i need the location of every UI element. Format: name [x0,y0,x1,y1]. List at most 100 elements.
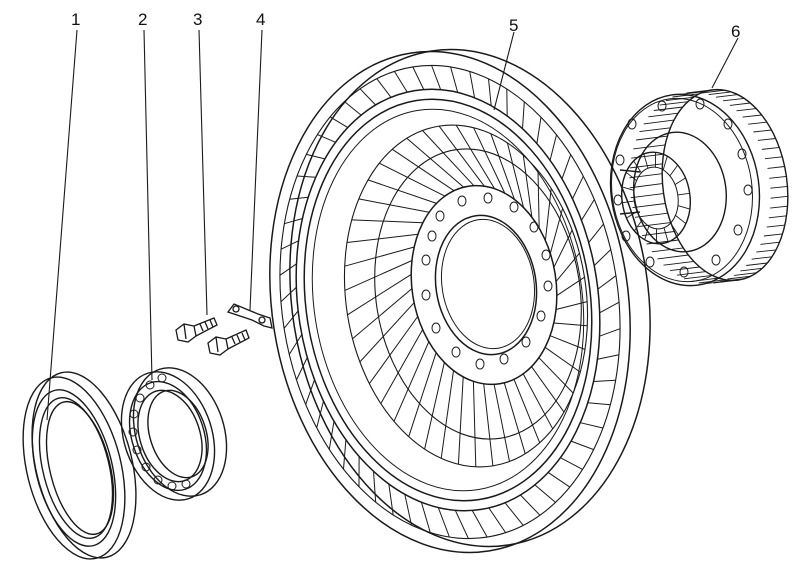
bolt-lower [207,329,250,356]
inner-vane [549,208,564,254]
bearing-balls [128,373,191,491]
gear-tooth [742,114,762,118]
inner-vane [490,133,515,200]
gear-tooth [651,247,684,253]
leader-line-5 [493,31,515,111]
spline-tooth [633,219,643,232]
lock-plate [226,303,273,329]
inner-vane [346,233,418,243]
inner-vane [538,357,574,394]
outer-blade [593,379,616,382]
outer-blade [305,379,315,405]
outer-blade [488,507,507,533]
outer-blade [437,507,450,538]
gear-tooth [734,272,757,276]
outer-blade [373,471,377,503]
outer-blade [388,483,394,516]
gear-tooth [767,166,785,169]
spline-tooth [669,164,679,177]
spline-tooth [622,200,635,204]
outer-blade [469,71,476,98]
outer-blade [536,117,542,144]
outer-blade [343,439,347,470]
outer-blade [420,502,431,533]
bolt-upper [175,317,218,343]
gear-tooth [648,112,679,118]
callout-5: 5 [509,16,518,35]
outer-blade [597,275,617,290]
gear-tooth [683,274,713,280]
outer-blade [588,223,604,243]
gear-tooth [636,135,668,141]
gear-tooth [764,156,783,160]
inner-vane [438,125,485,187]
callout-1: 1 [71,10,80,29]
turbine-wheel [269,48,651,554]
spline-tooth [625,171,637,181]
inner-vane [555,252,580,282]
gear-tooth [763,233,783,237]
gear-tooth [770,205,788,209]
outer-blade [534,484,556,503]
gear-tooth [740,267,763,272]
spline-tooth [662,156,668,171]
gear-tooth [770,195,788,199]
gear-tooth [657,254,689,260]
inner-vane [455,124,496,189]
outer-blade [328,421,335,450]
outer-blade [471,510,488,538]
gear-tooth [761,146,780,150]
outer-blade [289,196,309,200]
inner-vane [379,162,446,197]
inner-vane [473,127,506,194]
outer-blade [393,71,408,93]
inner-vane [503,382,526,454]
inner-vane [352,288,413,340]
inner-vane [544,188,552,241]
inner-vane [424,362,445,450]
outer-blade [581,199,595,221]
outer-blade-set [279,65,621,539]
gear-tooth [766,224,785,228]
inner-vane [553,229,573,268]
outer-blade [376,78,392,98]
inner-vane [422,130,475,187]
outer-blade [587,402,611,406]
outer-blade [580,422,604,429]
gear-tooth [715,94,738,98]
outer-blade [283,310,299,329]
outer-blade [306,153,326,160]
inner-vane [555,301,588,310]
gear-tooth [653,106,683,111]
inner-vane [392,148,455,192]
outer-blade [279,263,297,276]
outer-blade [520,494,541,516]
outer-blade [450,66,459,93]
gear-tooth [701,89,725,94]
gear-tooth [768,215,787,219]
gear-tooth [736,108,757,112]
spline-tooth [677,192,690,196]
gear-tooth [632,203,666,209]
gear-tooth [629,183,663,189]
inner-vane [483,383,494,466]
inner-vane [393,341,430,422]
gear-tooth [727,275,751,280]
hub-bolt-holes [421,192,553,370]
outer-blade [297,175,316,178]
inner-vane [522,155,533,218]
inner-vane [368,316,419,384]
spline-tooth [670,222,679,236]
seal-ring [22,371,137,560]
gear-tooth [748,121,767,125]
gear-tooth [751,256,772,260]
gear-tooth [746,262,768,266]
inner-vane [358,198,430,213]
outer-blade [549,134,557,161]
outer-blade [359,88,376,106]
outer-blade [488,78,492,106]
gear-tooth [753,129,772,133]
spline-tooth [663,227,669,243]
inner-vane [556,276,585,297]
